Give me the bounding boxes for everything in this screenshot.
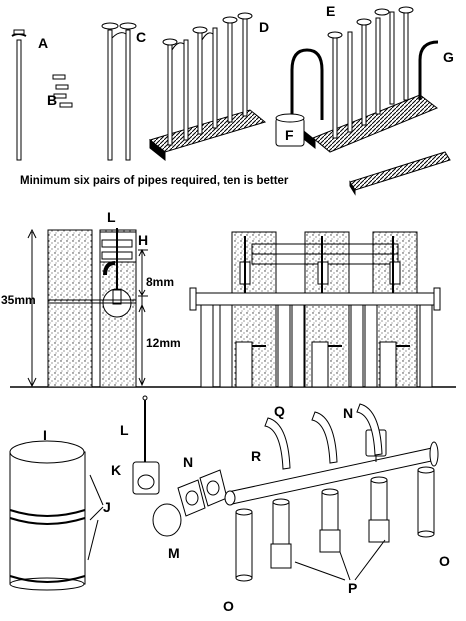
label-m: M bbox=[168, 545, 180, 561]
part-g-bent-pipe bbox=[418, 40, 439, 100]
label-r: R bbox=[251, 448, 261, 464]
label-g: G bbox=[443, 49, 454, 65]
dimension-lines bbox=[27, 228, 148, 388]
label-n-left: N bbox=[183, 454, 193, 470]
part-r-long-pipe bbox=[224, 441, 439, 506]
part-c-pipe-pair bbox=[101, 22, 137, 161]
label-i: I bbox=[43, 427, 47, 443]
label-n-right: N bbox=[343, 405, 353, 421]
loose-rail-piece bbox=[349, 151, 451, 196]
label-a: A bbox=[38, 35, 48, 51]
dim-upper: 8mm bbox=[146, 275, 174, 289]
part-a-single-pipe bbox=[11, 29, 27, 161]
part-n-plates bbox=[177, 469, 228, 517]
part-p-sleeves bbox=[270, 476, 390, 581]
label-l-top: L bbox=[107, 209, 116, 225]
part-d-pipe-rack bbox=[148, 12, 267, 162]
part-f-drum-with-hose bbox=[275, 48, 324, 147]
pipes-note: Minimum six pairs of pipes required, ten… bbox=[20, 175, 289, 187]
part-q-bends bbox=[264, 403, 383, 470]
label-c: C bbox=[136, 29, 146, 45]
section-view-left bbox=[47, 228, 137, 388]
label-p: P bbox=[348, 580, 357, 596]
label-b: B bbox=[47, 92, 57, 108]
part-o-pipes bbox=[235, 466, 435, 582]
part-m-disc bbox=[152, 503, 182, 537]
elevation-view-right bbox=[189, 231, 441, 388]
label-o-right: O bbox=[439, 553, 450, 569]
drum-i-j bbox=[9, 440, 104, 591]
label-f: F bbox=[285, 127, 294, 143]
label-l-bottom: L bbox=[120, 422, 129, 438]
label-q: Q bbox=[274, 403, 285, 419]
part-k-bracket bbox=[132, 461, 160, 495]
dim-lower: 12mm bbox=[146, 336, 181, 350]
dim-total: 35mm bbox=[1, 293, 36, 307]
label-d: D bbox=[259, 19, 269, 35]
label-h: H bbox=[138, 232, 148, 248]
part-b-short-pieces bbox=[52, 74, 73, 108]
label-j: J bbox=[103, 499, 111, 515]
label-k: K bbox=[111, 462, 121, 478]
label-e: E bbox=[326, 3, 335, 19]
label-o-left: O bbox=[223, 598, 234, 614]
part-l-pin bbox=[142, 395, 148, 465]
